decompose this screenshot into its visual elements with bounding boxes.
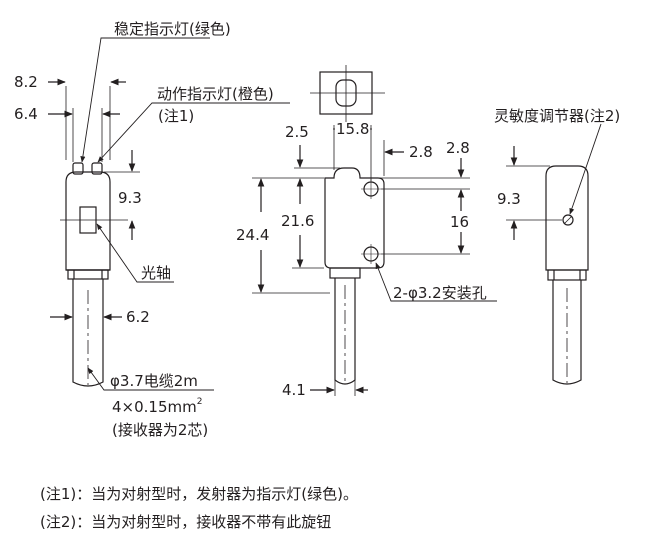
dim-top-offset-2-5: 2.5 <box>285 123 309 141</box>
optical-axis-label: 光轴 <box>141 264 171 282</box>
front-cable-boot <box>329 267 361 279</box>
rear-cable <box>552 280 582 385</box>
dim-width-8-2: 8.2 <box>14 73 38 91</box>
dim-width-6-4: 6.4 <box>14 105 38 123</box>
sensitivity-knob <box>562 214 574 226</box>
side-body <box>65 171 111 271</box>
cable-spec-label: 4×0.15mm2 <box>112 397 202 416</box>
action-indicator-note: (注1) <box>158 107 194 125</box>
stable-indicator-lamp <box>72 162 84 175</box>
rear-cable-boot <box>547 269 587 281</box>
side-cable-boot <box>67 269 109 280</box>
note-1: (注1)：当为对射型时，发射器为指示灯(绿色)。 <box>40 485 358 503</box>
cable-label: φ3.7电缆2m <box>110 372 198 390</box>
rear-view <box>506 123 602 385</box>
dim-right-offset-2-8: 2.8 <box>409 143 433 161</box>
dim-right-offset-v-2-8: 2.8 <box>446 139 470 157</box>
cable-note-label: (接收器为2芯) <box>112 421 208 439</box>
dim-body-height-21-6: 21.6 <box>281 212 314 230</box>
dim-adjuster-height-9-3: 9.3 <box>497 190 521 208</box>
action-indicator-label: 动作指示灯(橙色) <box>157 85 274 103</box>
action-indicator-lamp <box>91 162 103 175</box>
dim-cable-4-1: 4.1 <box>282 381 306 399</box>
side-view <box>48 37 290 391</box>
front-view <box>252 65 497 396</box>
note-2: (注2)：当为对射型时，接收器不带有此旋钮 <box>40 513 332 531</box>
dim-total-height-24-4: 24.4 <box>236 226 269 244</box>
rear-body <box>545 165 589 271</box>
mounting-holes-label: 2-φ3.2安装孔 <box>393 284 487 302</box>
dim-hole-spacing-16: 16 <box>450 213 469 231</box>
sensitivity-adjuster-label: 灵敏度调节器(注2) <box>494 107 620 125</box>
dim-hole-spacing-15-8: 15.8 <box>336 120 369 138</box>
stable-indicator-label: 稳定指示灯(绿色) <box>114 20 231 38</box>
dim-indicator-height-9-3: 9.3 <box>118 189 142 207</box>
dim-cable-6-2: 6.2 <box>126 308 150 326</box>
side-cable <box>72 279 104 387</box>
